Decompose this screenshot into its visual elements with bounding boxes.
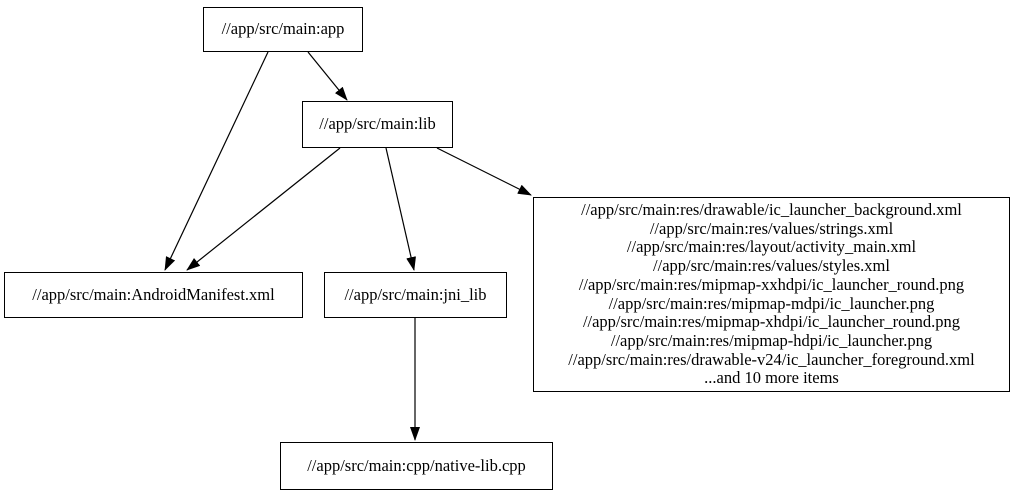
graph-node-label: //app/src/main:lib: [319, 114, 436, 134]
edge-lib-to-res-group: [436, 147, 532, 196]
graph-node-android-manifest: //app/src/main:AndroidManifest.xml: [4, 272, 303, 318]
graph-node-app: //app/src/main:app: [203, 7, 363, 52]
graph-node-label: //app/src/main:AndroidManifest.xml: [32, 284, 275, 304]
graph-node-label-line: //app/src/main:res/mipmap-hdpi/ic_launch…: [610, 330, 933, 350]
graph-node-label-line: //app/src/main:res/values/strings.xml: [649, 218, 894, 238]
graph-node-native-lib-cpp: //app/src/main:cpp/native-lib.cpp: [280, 442, 553, 490]
graph-node-label: //app/src/main:jni_lib: [344, 284, 487, 304]
edge-lib-to-android-manifest: [186, 147, 341, 271]
graph-node-label-line: //app/src/main:res/drawable/ic_launcher_…: [581, 199, 962, 219]
graph-node-label-line: //app/src/main:res/mipmap-xxhdpi/ic_laun…: [578, 274, 965, 294]
graph-node-label-line: //app/src/main:res/mipmap-xhdpi/ic_launc…: [582, 312, 961, 332]
edge-app-to-android-manifest: [164, 51, 269, 271]
graph-node-label: //app/src/main:cpp/native-lib.cpp: [307, 455, 526, 475]
graph-node-label-line: ...and 10 more items: [704, 368, 839, 388]
graph-node-jni-lib: //app/src/main:jni_lib: [324, 272, 507, 318]
graph-node-label-line: //app/src/main:res/mipmap-mdpi/ic_launch…: [608, 293, 935, 313]
edge-app-to-lib: [307, 51, 348, 101]
graph-node-label-line: //app/src/main:res/values/styles.xml: [653, 256, 890, 276]
graph-node-lib: //app/src/main:lib: [302, 101, 453, 148]
graph-node-label: //app/src/main:app: [221, 19, 345, 39]
graph-node-res-group: //app/src/main:res/drawable/ic_launcher_…: [533, 197, 1010, 392]
graph-node-label-line: //app/src/main:res/drawable-v24/ic_launc…: [568, 349, 975, 369]
graph-node-label-line: //app/src/main:res/layout/activity_main.…: [626, 237, 917, 257]
edge-lib-to-jni-lib: [385, 147, 416, 271]
